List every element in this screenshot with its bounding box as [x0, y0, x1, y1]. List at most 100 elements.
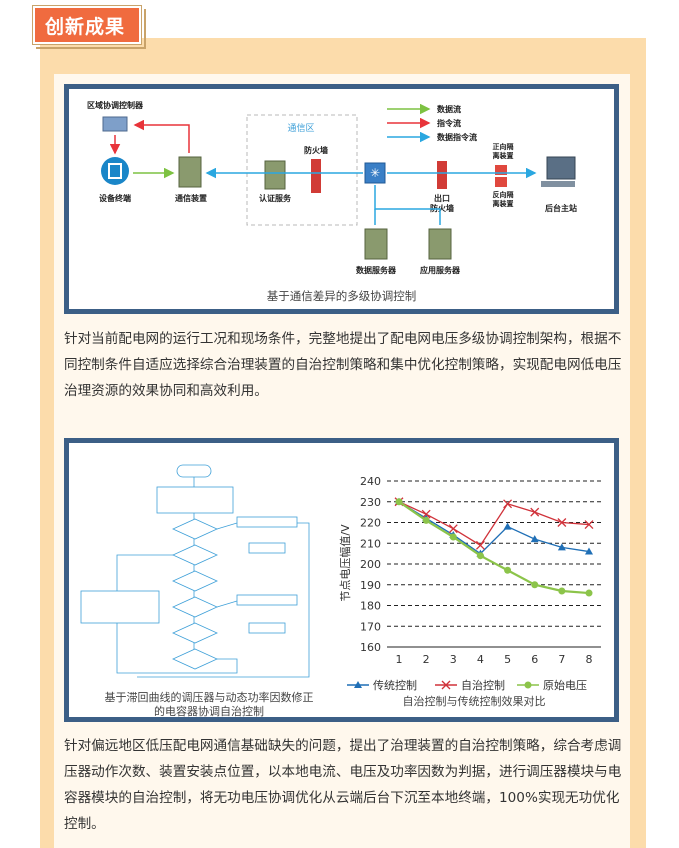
flow-decision-5: [172, 622, 218, 644]
data-point: [530, 535, 539, 543]
regional-controller-label: 区域协调控制器: [87, 100, 144, 110]
data-point: [504, 566, 512, 574]
y-tick-label: 170: [360, 620, 381, 633]
firewall-label: 防火墙: [304, 145, 328, 155]
svg-text:离装置: 离装置: [493, 151, 514, 160]
data-point: [475, 540, 485, 550]
legend-cmd-label: 指令流: [437, 118, 461, 128]
svg-text:出口: 出口: [434, 193, 450, 203]
data-server-icon: [364, 228, 388, 260]
flow-decision-1: [172, 518, 218, 540]
x-tick-label: 6: [531, 653, 538, 666]
device-terminal-icon: [101, 157, 129, 185]
legend-datacmd-label: 数据指令流: [437, 132, 477, 142]
flow-box-b: [248, 542, 286, 554]
comm-zone-box: [246, 114, 358, 226]
paragraph-1: 针对当前配电网的运行工况和现场条件，完整地提出了配电网电压多级协调控制架构，根据…: [64, 331, 622, 399]
forward-isolator-icon: [495, 165, 507, 175]
flowchart-caption-line1: 基于滞回曲线的调压器与动态功率因数修正: [104, 691, 314, 704]
chart-ylabel: 节点电压幅值/V: [339, 524, 352, 602]
flow-decision-6: [172, 648, 218, 670]
series-line: [398, 501, 590, 547]
data-point: [557, 518, 567, 527]
switch-icon: [364, 162, 386, 184]
data-point: [558, 587, 566, 595]
flow-decision-4: [172, 596, 218, 618]
architecture-figure: 通信区 区域协调控制器 设备终端 通信装置 认证服务 防火墙 ✳ 出口 防火墙 …: [64, 84, 619, 314]
data-point: [585, 589, 593, 597]
series-line: [398, 501, 590, 555]
legend-label: 原始电压: [543, 678, 587, 692]
figure1-caption: 基于通信差异的多级协调控制: [266, 289, 417, 303]
x-tick-label: 4: [477, 653, 484, 666]
firewall-icon: [311, 159, 321, 193]
auth-server-icon: [264, 160, 286, 190]
y-tick-label: 230: [360, 496, 381, 509]
paragraph-2: 针对偏远地区低压配电网通信基础缺失的问题，提出了治理装置的自治控制策略，综合考虑…: [64, 738, 622, 832]
data-point: [531, 581, 539, 589]
comm-zone-label: 通信区: [287, 122, 314, 134]
legend-label: 传统控制: [373, 678, 417, 692]
y-tick-label: 160: [360, 641, 381, 654]
flow-decision-3: [172, 570, 218, 592]
flow-init-box: [156, 486, 234, 514]
architecture-diagram: 通信区 区域协调控制器 设备终端 通信装置 认证服务 防火墙 ✳ 出口 防火墙 …: [87, 100, 577, 275]
x-tick-label: 8: [586, 653, 593, 666]
flowchart-caption: 基于滞回曲线的调压器与动态功率因数修正 的电容器协调自治控制: [79, 691, 339, 719]
flowchart-diagram: [80, 464, 310, 678]
y-tick-label: 190: [360, 579, 381, 592]
x-tick-label: 7: [558, 653, 565, 666]
x-tick-label: 1: [396, 653, 403, 666]
control-figure: 基于滞回曲线的调压器与动态功率因数修正 的电容器协调自治控制 160 170 180…: [64, 438, 619, 722]
auth-server-label: 认证服务: [259, 193, 292, 203]
y-tick-label: 200: [360, 558, 381, 571]
app-server-icon: [428, 228, 452, 260]
data-point: [448, 524, 458, 534]
legend-label: 自治控制: [461, 678, 505, 692]
master-station-icon: [546, 156, 576, 180]
data-server-label: 数据服务器: [356, 265, 397, 275]
flow-box-c: [236, 594, 298, 606]
data-point: [530, 507, 540, 517]
regional-controller-icon: [102, 116, 128, 132]
data-point: [584, 520, 594, 530]
series-line: [398, 500, 590, 595]
x-tick-label: 3: [450, 653, 457, 666]
y-tick-label: 210: [360, 537, 381, 550]
data-point: [422, 516, 430, 524]
data-point: [395, 498, 403, 506]
svg-text:反向隔: 反向隔: [493, 190, 514, 199]
master-station-label: 后台主站: [545, 203, 577, 213]
comm-device-label: 通信装置: [175, 193, 207, 203]
legend-marker: [441, 680, 451, 690]
reverse-isolator-icon: [495, 177, 507, 187]
legend-marker: [524, 681, 532, 689]
flow-start: [176, 464, 212, 478]
data-point: [421, 509, 431, 519]
device-terminal-label: 设备终端: [99, 193, 131, 203]
data-point: [503, 522, 512, 530]
x-tick-label: 5: [504, 653, 511, 666]
flow-box-d: [248, 622, 286, 634]
svg-text:离装置: 离装置: [493, 199, 514, 208]
flow-side-box: [80, 590, 160, 624]
legend-data-label: 数据流: [437, 104, 461, 114]
x-tick-label: 2: [423, 653, 430, 666]
y-tick-label: 240: [360, 475, 381, 488]
app-server-label: 应用服务器: [420, 265, 461, 275]
flow-box-a: [236, 516, 298, 528]
y-tick-label: 220: [360, 517, 381, 530]
voltage-chart: 160 170 180 190 200 210 220 230 240 1 2 3 4 5 6 7 8 节点电…: [339, 475, 601, 692]
comm-device-icon: [178, 156, 202, 188]
svg-text:✳: ✳: [370, 166, 380, 180]
flow-decision-2: [172, 544, 218, 566]
legend-marker: [354, 681, 362, 688]
flowchart-caption-line2: 的电容器协调自治控制: [154, 705, 264, 718]
data-point: [585, 547, 593, 555]
data-point: [503, 499, 513, 509]
svg-text:正向隔: 正向隔: [493, 142, 514, 151]
data-point: [449, 533, 457, 541]
exit-firewall-icon: [437, 161, 447, 189]
y-tick-label: 180: [360, 600, 381, 613]
data-point: [476, 552, 484, 560]
